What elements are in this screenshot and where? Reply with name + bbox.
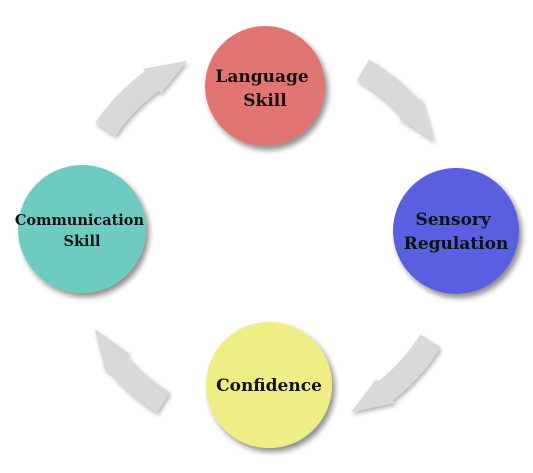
node-communication-skill: Communication Skill [15, 165, 149, 293]
node-sensory-regulation: Sensory Regulation [393, 168, 519, 294]
node-language-skill: Language Skill [205, 26, 325, 146]
arrow-confidence-to-communication [94, 329, 170, 413]
node-label-sensory-line-2: Regulation [404, 234, 509, 254]
svg-text:Language Skill: Language Skill [215, 67, 314, 111]
svg-text:Confidence: Confidence [216, 376, 322, 396]
arrow-sensory-to-confidence [351, 334, 441, 413]
node-label-communication-line-1: Communication [15, 212, 145, 229]
node-label-confidence-line-1: Confidence [216, 376, 322, 396]
node-circle-confidence [206, 322, 332, 448]
node-label-communication-line-2: Skill [63, 233, 101, 250]
svg-text:Communication Skill: Communication Skill [15, 212, 149, 250]
node-label-language-line-1: Language [215, 67, 308, 87]
node-label-sensory-line-1: Sensory [415, 210, 491, 230]
svg-text:Sensory Regulation: Sensory Regulation [404, 210, 509, 254]
node-confidence: Confidence [206, 322, 332, 448]
arrow-communication-to-language [95, 60, 188, 137]
node-circle-sensory-regulation [393, 168, 519, 294]
node-circle-language-skill [205, 26, 325, 146]
arrow-language-to-sensory [357, 59, 434, 141]
node-label-language-line-2: Skill [243, 91, 287, 111]
node-circle-communication-skill [18, 165, 146, 293]
connector-arrows [94, 59, 441, 413]
